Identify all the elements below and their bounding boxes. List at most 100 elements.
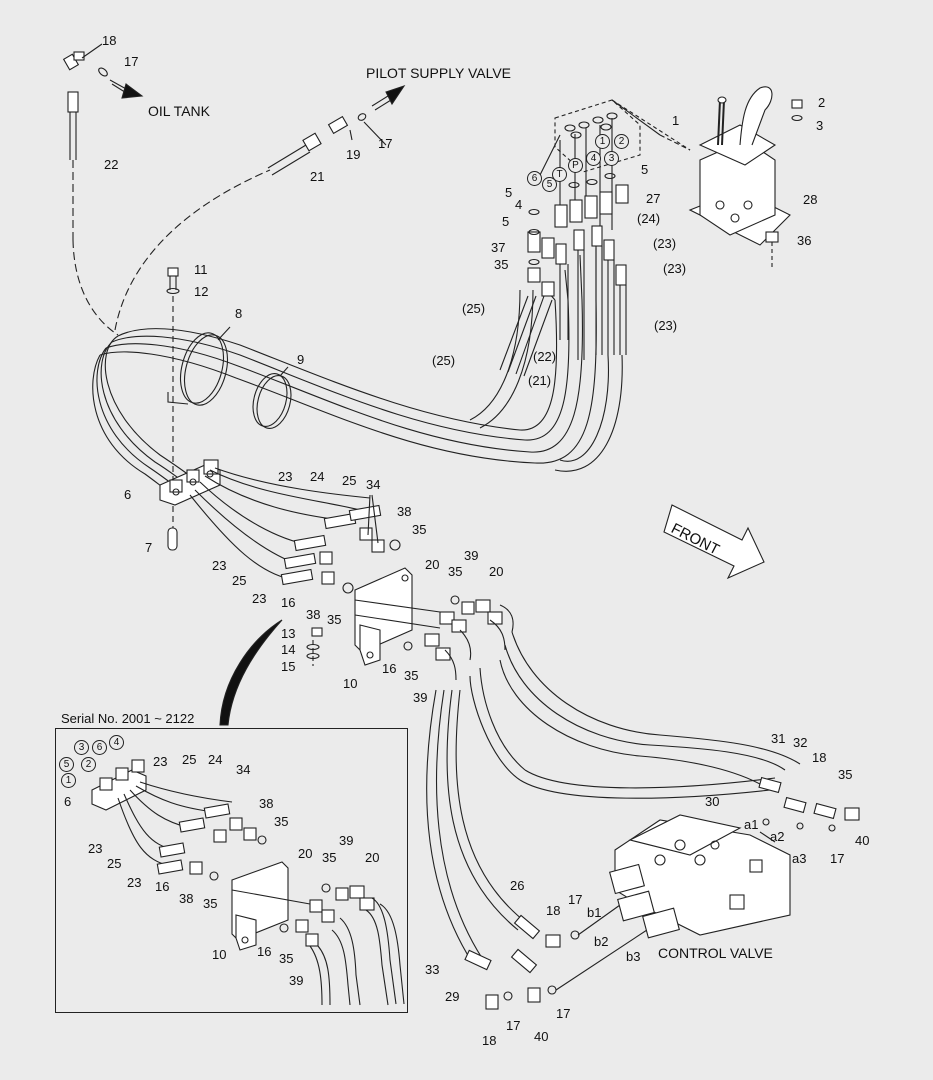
callout: 35 bbox=[448, 564, 463, 579]
callout: (23) bbox=[653, 236, 677, 251]
callout: 8 bbox=[235, 306, 243, 321]
callout: 15 bbox=[281, 659, 296, 674]
inset-callout: 16 bbox=[257, 944, 272, 959]
circled-port-6: 6 bbox=[527, 171, 542, 186]
callout: 20 bbox=[425, 557, 440, 572]
serial-inset-frame bbox=[55, 728, 408, 1013]
callout: 27 bbox=[646, 191, 661, 206]
callout: 5 bbox=[641, 162, 649, 177]
inset-circled-port-5: 5 bbox=[59, 757, 74, 772]
pilot-supply-hose bbox=[114, 113, 387, 331]
callout: 17 bbox=[830, 851, 845, 866]
inset-callout: 35 bbox=[322, 850, 337, 865]
callout: (25) bbox=[432, 353, 456, 368]
callout: (22) bbox=[533, 349, 557, 364]
callout: 26 bbox=[510, 878, 525, 893]
callout: 40 bbox=[855, 833, 870, 848]
callout: 38 bbox=[306, 607, 321, 622]
inset-pointer bbox=[219, 619, 283, 726]
callout: 12 bbox=[194, 284, 209, 299]
inset-callout: 20 bbox=[298, 846, 313, 861]
inset-callout: 23 bbox=[127, 875, 142, 890]
pilot-supply-arrow bbox=[371, 84, 406, 111]
port-b1-label: b1 bbox=[587, 905, 602, 920]
callout: 32 bbox=[793, 735, 808, 750]
callout: (25) bbox=[462, 301, 486, 316]
inset-callout: 34 bbox=[236, 762, 251, 777]
callout: 13 bbox=[281, 626, 296, 641]
inset-callout: 38 bbox=[179, 891, 194, 906]
callout: 38 bbox=[397, 504, 412, 519]
callout: 34 bbox=[366, 477, 381, 492]
inset-circled-port-3: 3 bbox=[74, 740, 89, 755]
joystick-assembly bbox=[611, 86, 803, 270]
callout: 23 bbox=[252, 591, 267, 606]
inset-callout: 35 bbox=[274, 814, 289, 829]
callout: 39 bbox=[413, 690, 428, 705]
callout: 35 bbox=[494, 257, 509, 272]
callout: 3 bbox=[816, 118, 824, 133]
front-direction-arrow bbox=[663, 504, 765, 580]
callout: 35 bbox=[838, 767, 853, 782]
callout: 19 bbox=[346, 147, 361, 162]
callout: (23) bbox=[654, 318, 678, 333]
inset-callout: 25 bbox=[107, 856, 122, 871]
bracket-fittings bbox=[403, 595, 514, 681]
callout: 6 bbox=[124, 487, 132, 502]
inset-circled-port-2: 2 bbox=[81, 757, 96, 772]
callout: 17 bbox=[506, 1018, 521, 1033]
inset-circled-port-4: 4 bbox=[109, 735, 124, 750]
callout: 2 bbox=[818, 95, 826, 110]
inset-circled-port-6: 6 bbox=[92, 740, 107, 755]
callout: 21 bbox=[310, 169, 325, 184]
callout: 30 bbox=[705, 794, 720, 809]
callout: 31 bbox=[771, 731, 786, 746]
circled-port-3: 3 bbox=[604, 151, 619, 166]
pilot-manifold bbox=[499, 99, 691, 377]
callout: 10 bbox=[343, 676, 358, 691]
callout: 5 bbox=[502, 214, 510, 229]
callout: 17 bbox=[556, 1006, 571, 1021]
inset-callout: 39 bbox=[339, 833, 354, 848]
circled-port-4: 4 bbox=[586, 151, 601, 166]
callout: 22 bbox=[104, 157, 119, 172]
callout: 16 bbox=[281, 595, 296, 610]
callout: (21) bbox=[528, 373, 552, 388]
inset-callout: 23 bbox=[153, 754, 168, 769]
hoses-to-control-valve bbox=[426, 631, 860, 1010]
callout: 37 bbox=[491, 240, 506, 255]
inset-callout: 38 bbox=[259, 796, 274, 811]
pilot-supply-valve-label: PILOT SUPPLY VALVE bbox=[366, 65, 511, 81]
inset-callout: 20 bbox=[365, 850, 380, 865]
inset-callout: 24 bbox=[208, 752, 223, 767]
inset-callout: 10 bbox=[212, 947, 227, 962]
callout: 17 bbox=[568, 892, 583, 907]
serial-note: Serial No. 2001 ~ 2122 bbox=[61, 711, 195, 726]
circled-port-P: P bbox=[568, 158, 583, 173]
callout: 35 bbox=[412, 522, 427, 537]
callout: 24 bbox=[310, 469, 325, 484]
callout: 40 bbox=[534, 1029, 549, 1044]
callout: 16 bbox=[382, 661, 397, 676]
callout: 36 bbox=[797, 233, 812, 248]
oil-tank-arrow bbox=[109, 79, 144, 99]
port-a3-label: a3 bbox=[792, 851, 807, 866]
main-hose-bundle bbox=[92, 248, 623, 495]
inset-callout: 23 bbox=[88, 841, 103, 856]
port-a2-label: a2 bbox=[770, 829, 785, 844]
control-valve-label: CONTROL VALVE bbox=[658, 945, 773, 961]
circled-port-1: 1 bbox=[595, 134, 610, 149]
inset-callout: 6 bbox=[64, 794, 72, 809]
callout: 25 bbox=[342, 473, 357, 488]
oil-tank-label: OIL TANK bbox=[148, 103, 210, 119]
port-b2-label: b2 bbox=[594, 934, 609, 949]
callout: 20 bbox=[489, 564, 504, 579]
callout: 1 bbox=[672, 113, 680, 128]
callout: 18 bbox=[546, 903, 561, 918]
callout: 7 bbox=[145, 540, 153, 555]
callout: (24) bbox=[637, 211, 661, 226]
clamp-bolt bbox=[166, 267, 180, 551]
oil-tank-hose bbox=[62, 43, 119, 336]
